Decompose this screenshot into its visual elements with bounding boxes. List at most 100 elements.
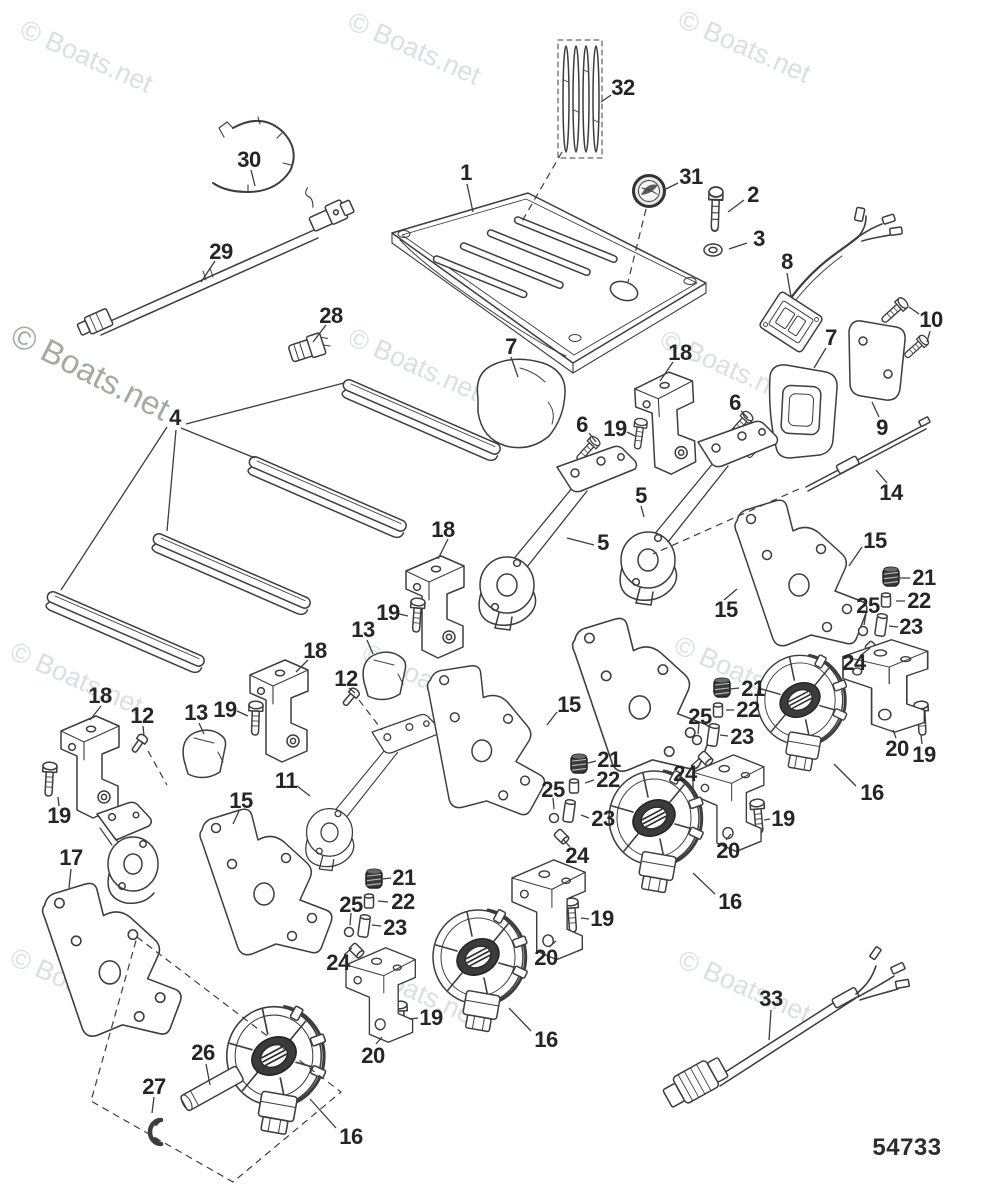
part-callout-11: 11: [274, 768, 298, 793]
part-callout-19: 19: [419, 1005, 443, 1030]
part-callout-15: 15: [863, 528, 887, 553]
part-callout-32: 32: [611, 75, 635, 100]
part-callout-7: 7: [505, 334, 517, 359]
callout-leader-lines: [57, 94, 931, 1129]
part-callout-4: 4: [169, 405, 181, 430]
part-callout-19: 19: [771, 806, 795, 831]
part-callout-16: 16: [339, 1124, 363, 1149]
part-plate-17: [41, 882, 182, 1037]
part-callout-26: 26: [191, 1040, 215, 1065]
part-screws-12: [128, 685, 362, 756]
part-callout-31: 31: [679, 164, 703, 189]
part-retainer-clip-30: [212, 116, 295, 193]
part-bracket-11: [305, 713, 441, 872]
part-callout-21: 21: [597, 747, 621, 772]
part-cover-7-right: [768, 364, 838, 459]
part-callout-10: 10: [919, 307, 943, 332]
part-callout-20: 20: [534, 945, 558, 970]
part-callout-24: 24: [673, 761, 697, 786]
part-plate-15a: [734, 499, 868, 647]
part-callout-16: 16: [534, 1027, 558, 1052]
part-plate-9: [848, 320, 906, 401]
part-plate-15c: [410, 659, 560, 820]
part-callout-25: 25: [541, 777, 565, 802]
part-callout-21: 21: [912, 565, 936, 590]
part-callout-18: 18: [303, 638, 327, 663]
part-callout-19: 19: [590, 906, 614, 931]
part-sensor-16b: [607, 768, 706, 896]
part-callout-12: 12: [130, 703, 154, 728]
part-connector-28: [288, 332, 331, 363]
part-block-20d: [345, 947, 416, 1043]
part-callout-24: 24: [842, 650, 866, 675]
part-callout-33: 33: [759, 986, 783, 1011]
part-callout-29: 29: [209, 239, 233, 264]
part-callout-25: 25: [688, 704, 712, 729]
part-boot-7-left: [476, 358, 566, 449]
part-callout-15: 15: [557, 692, 581, 717]
part-callout-6: 6: [576, 412, 588, 437]
part-decal-set-32: [557, 39, 603, 159]
part-callout-23: 23: [383, 915, 407, 940]
part-callout-5: 5: [635, 483, 647, 508]
part-callout-25: 25: [856, 593, 880, 618]
part-sensor-16c: [431, 907, 530, 1035]
part-callout-21: 21: [741, 676, 765, 701]
part-callout-22: 22: [391, 889, 415, 914]
part-callout-13: 13: [351, 617, 375, 642]
part-callout-24: 24: [565, 843, 589, 868]
dashed-reference-lines: [90, 151, 800, 1183]
part-callout-19: 19: [376, 600, 400, 625]
part-callout-22: 22: [736, 697, 760, 722]
part-callout-15: 15: [714, 597, 738, 622]
part-callout-19: 19: [912, 742, 936, 767]
part-callout-3: 3: [753, 226, 765, 251]
part-detent-group-a: [857, 566, 900, 658]
part-screw-2: [706, 185, 725, 233]
part-sensor-16a: [755, 653, 849, 774]
part-callout-25: 25: [339, 892, 363, 917]
part-callout-24: 24: [326, 950, 350, 975]
part-pin-26: [180, 1065, 244, 1112]
part-washer-3: [703, 243, 723, 257]
part-callout-23: 23: [591, 806, 615, 831]
part-callout-28: 28: [319, 303, 343, 328]
part-callout-22: 22: [596, 767, 620, 792]
part-callout-30: 30: [237, 147, 261, 172]
part-callout-18: 18: [668, 340, 692, 365]
part-sensor-16d: [225, 1004, 328, 1137]
part-bracket-5a: [478, 445, 638, 631]
part-callout-5: 5: [597, 530, 609, 555]
part-callout-7: 7: [825, 325, 837, 350]
part-callout-2: 2: [747, 182, 759, 207]
part-callout-14: 14: [879, 480, 903, 505]
part-detent-group-b: [691, 677, 731, 768]
part-callout-27: 27: [142, 1074, 166, 1099]
part-callout-20: 20: [885, 736, 909, 761]
part-callout-15: 15: [229, 788, 253, 813]
part-callout-12: 12: [334, 666, 358, 691]
part-callout-19: 19: [47, 803, 71, 828]
part-callout-6: 6: [729, 390, 741, 415]
part-plate-15b: [571, 617, 712, 772]
part-switch-8: [759, 206, 903, 353]
part-cover-plate-1: [391, 192, 707, 374]
part-callout-22: 22: [907, 588, 931, 613]
part-callout-13: 13: [184, 700, 208, 725]
part-wedge-13a: [362, 651, 407, 701]
part-emblem-31: [632, 174, 666, 208]
part-callout-21: 21: [392, 865, 416, 890]
part-callout-16: 16: [860, 780, 884, 805]
part-eclip-27: [147, 1117, 164, 1147]
part-detent-group-c: [548, 753, 588, 846]
part-callout-1: 1: [460, 160, 472, 185]
part-callout-23: 23: [899, 614, 923, 639]
diagram-number: 54733: [872, 1134, 942, 1161]
part-callout-18: 18: [88, 683, 112, 708]
part-wedge-13b: [182, 729, 227, 779]
part-callout-23: 23: [730, 724, 754, 749]
part-callout-16: 16: [718, 889, 742, 914]
part-link-rod-29: [76, 187, 355, 336]
